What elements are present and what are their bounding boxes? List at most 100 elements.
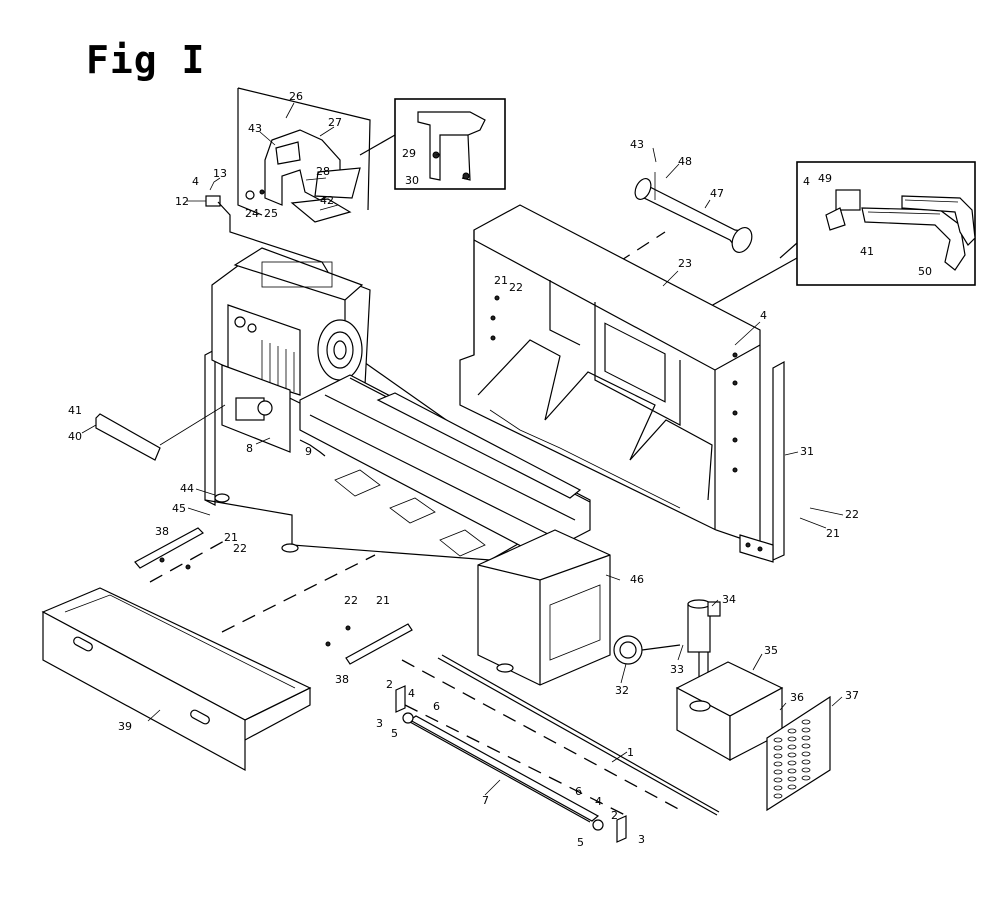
vent-slot [787,752,797,758]
callout-label: 46 [630,573,644,586]
callout-label: 5 [577,836,584,849]
callout-label: 21 [826,527,840,540]
shaft-rod-1 [401,654,720,816]
coolant-tank-part [675,661,784,762]
callout-label: 5 [391,727,398,740]
callout-label: 22 [233,542,247,555]
callout-label: 47 [710,187,724,200]
splash-plate-bracket-part [739,360,785,563]
callout-label: 38 [335,673,349,686]
vent-slot [787,760,797,766]
vent-slot [801,751,811,757]
callout-label: 7 [482,794,489,807]
inset-detail-box-29-30 [359,98,506,190]
callout-label: 4 [192,175,199,188]
vent-slot [787,736,797,742]
lathe-bed-and-headstock [204,247,611,686]
vent-slot [801,767,811,773]
callout-label: 4 [760,309,767,322]
callout-label: 27 [328,116,342,129]
callout-label: 39 [118,720,132,733]
callout-label: 28 [316,165,330,178]
coolant-hose-part [613,635,681,665]
callout-label: 29 [402,147,416,160]
vent-slot [801,759,811,765]
callout-label: 9 [305,445,312,458]
callout-label: 22 [344,594,358,607]
rail-bracket-38-left [134,527,204,570]
vent-slot [773,737,783,743]
electrical-cover-part [205,87,371,273]
callout-label: 4 [595,795,602,808]
callout-label: 21 [494,274,508,287]
callout-label: 49 [818,172,832,185]
vent-slot [787,728,797,734]
vent-slot [801,719,811,725]
callout-label: 22 [509,281,523,294]
vent-slot [773,769,783,775]
brace-bracket-40 [95,404,226,461]
callout-label: 4 [408,687,415,700]
callout-label: 43 [248,122,262,135]
callout-label: 41 [860,245,874,258]
callout-label: 12 [175,195,189,208]
chip-guard-cylinder-part [559,172,753,301]
callout-label: 26 [289,90,303,103]
chip-pan-drawer-part [41,539,376,772]
backsplash-splash-guard-part [459,204,761,546]
callout-label: 34 [722,593,736,606]
callout-label: 45 [172,502,186,515]
callout-label: 22 [845,508,859,521]
figure-title: Fig I [86,38,206,82]
callout-label: 41 [68,404,82,417]
callout-label: 43 [630,138,644,151]
vent-slot [773,745,783,751]
bracket-2-right [592,815,627,843]
callout-label: 3 [376,717,383,730]
callout-label: 6 [433,700,440,713]
vent-slot [787,744,797,750]
vent-slot [787,768,797,774]
callout-label: 2 [611,809,618,822]
vent-slot [801,775,811,781]
callout-label: 2 [386,678,393,691]
chip-guard-rail-7 [408,715,600,823]
callout-label: 38 [155,525,169,538]
bracket-2-left [395,685,414,724]
callout-label: 4 [803,175,810,188]
callout-label: 33 [670,663,684,676]
vent-slot [773,777,783,783]
coolant-pump-part [687,599,721,705]
callout-label: 25 [264,207,278,220]
rail-bracket-38-right [325,623,413,665]
vent-slot [801,743,811,749]
vent-slot [773,753,783,759]
vent-slot [787,776,797,782]
callout-label: 24 [245,207,259,220]
vent-slot [801,727,811,733]
vent-slot [773,785,783,791]
callout-label: 37 [845,689,859,702]
vent-slot [773,761,783,767]
vent-slot [773,793,783,799]
callout-label: 23 [678,257,692,270]
callout-label: 30 [405,174,419,187]
callout-label: 21 [224,531,238,544]
callout-label: 3 [638,833,645,846]
callout-label: 48 [678,155,692,168]
callout-label: 32 [615,684,629,697]
callout-label: 21 [376,594,390,607]
callout-label: 8 [246,442,253,455]
callout-leaders [81,102,844,796]
callout-label: 44 [180,482,194,495]
callout-label: 36 [790,691,804,704]
callout-label: 6 [575,785,582,798]
callout-label: 1 [627,746,634,759]
callout-label: 40 [68,430,82,443]
callout-label: 50 [918,265,932,278]
callout-label: 35 [764,644,778,657]
vent-slot [787,784,797,790]
callout-label: 13 [213,167,227,180]
vent-slot [801,735,811,741]
